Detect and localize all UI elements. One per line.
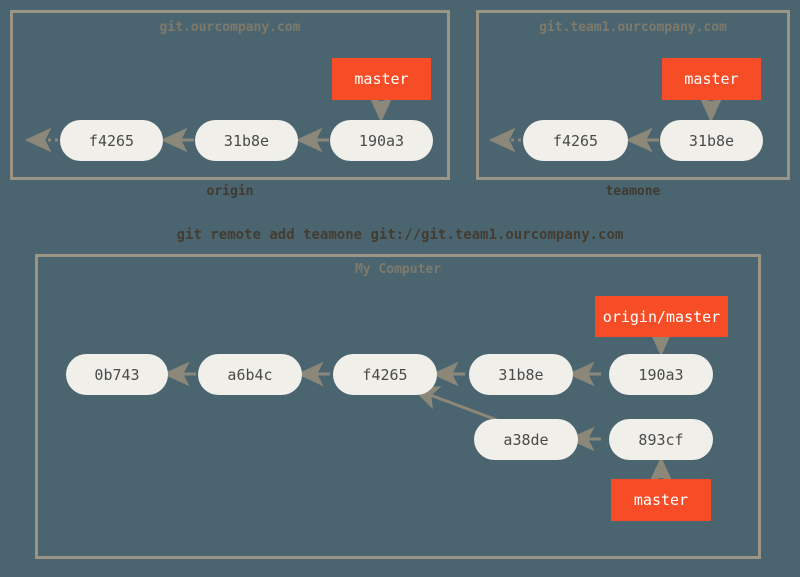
branch-label-local-master[interactable]: master bbox=[611, 479, 711, 521]
server-caption-teamone: teamone bbox=[605, 184, 661, 199]
server-caption-origin: origin bbox=[206, 184, 254, 199]
server-box-teamone bbox=[476, 10, 790, 180]
commit-node-local-31b8e[interactable]: 31b8e bbox=[469, 354, 573, 395]
server-title-teamone: git.team1.ourcompany.com bbox=[539, 20, 727, 35]
commit-node-origin-f4265[interactable]: f4265 bbox=[60, 120, 163, 161]
commit-node-local-190a3[interactable]: 190a3 bbox=[609, 354, 713, 395]
commit-node-origin-31b8e[interactable]: 31b8e bbox=[195, 120, 298, 161]
commit-node-local-f4265[interactable]: f4265 bbox=[333, 354, 437, 395]
branch-label-teamone-master[interactable]: master bbox=[662, 58, 761, 100]
branch-label-origin-master[interactable]: master bbox=[332, 58, 431, 100]
commit-node-local-a6b4c[interactable]: a6b4c bbox=[198, 354, 302, 395]
commit-node-origin-190a3[interactable]: 190a3 bbox=[330, 120, 433, 161]
server-box-origin bbox=[10, 10, 450, 180]
commit-node-local-0b743[interactable]: 0b743 bbox=[66, 354, 168, 395]
local-box-my-computer bbox=[35, 254, 761, 559]
commit-node-teamone-f4265[interactable]: f4265 bbox=[523, 120, 628, 161]
commit-node-local-893cf[interactable]: 893cf bbox=[609, 419, 713, 460]
commit-node-teamone-31b8e[interactable]: 31b8e bbox=[660, 120, 763, 161]
commit-node-local-a38de[interactable]: a38de bbox=[474, 419, 578, 460]
server-title-origin: git.ourcompany.com bbox=[159, 20, 301, 35]
branch-label-local-origin-master[interactable]: origin/master bbox=[595, 296, 728, 337]
local-title-my-computer: My Computer bbox=[354, 262, 442, 277]
git-command-text: git remote add teamone git://git.team1.o… bbox=[176, 227, 624, 243]
